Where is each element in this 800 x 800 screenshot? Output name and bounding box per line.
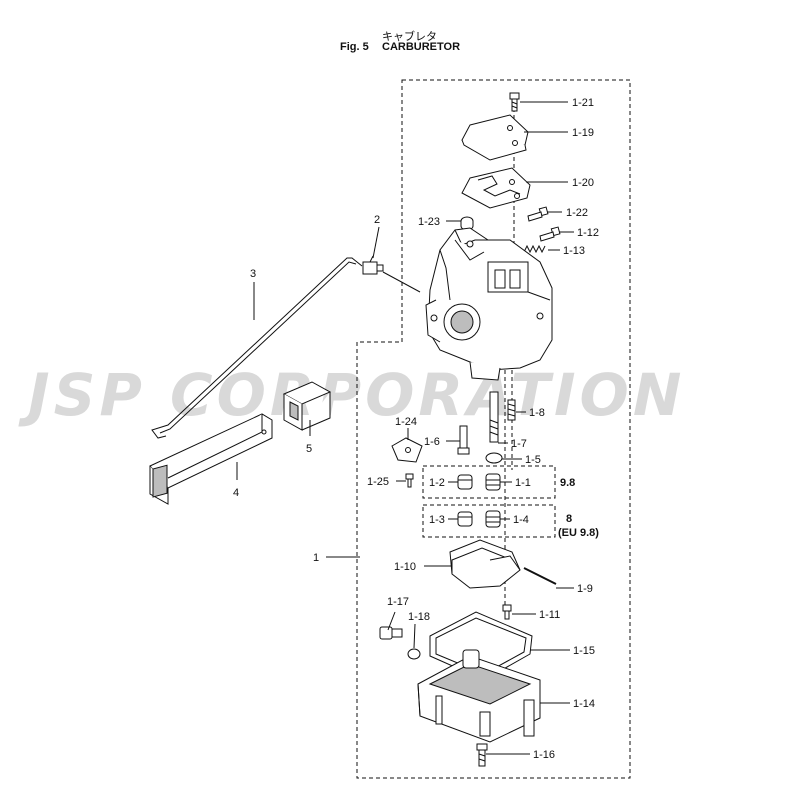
callout-1-23: 1-23: [418, 216, 440, 228]
part-1-22-screw: [527, 206, 549, 222]
part-1-8-screw: [507, 399, 516, 421]
part-3-rod: [151, 257, 363, 439]
title-japanese: キャブレタ: [382, 31, 437, 43]
jet-option-a: 9.8: [560, 477, 575, 489]
callout-1-2: 1-2: [429, 477, 445, 489]
jet-option-b-sub: (EU 9.8): [558, 527, 599, 539]
part-1-25-screw: [405, 473, 414, 488]
part-1-16-screw: [476, 743, 488, 767]
callout-1-22: 1-22: [566, 207, 588, 219]
carburetor-body: [425, 227, 553, 381]
part-1-3-jet: [457, 511, 473, 527]
part-1-12-screw: [539, 226, 561, 242]
callout-1-7: 1-7: [511, 438, 527, 450]
callout-1-13: 1-13: [563, 245, 585, 257]
callout-1-20: 1-20: [572, 177, 594, 189]
leader-lines: [236, 101, 574, 755]
callout-1-9: 1-9: [577, 583, 593, 595]
callout-1-4: 1-4: [513, 514, 529, 526]
part-1-20-gasket: [461, 167, 531, 209]
part-1-24-plate: [391, 437, 423, 463]
callout-1-10: 1-10: [394, 561, 416, 573]
part-1-6-nozzle: [457, 425, 470, 455]
part-1-18-oring: [407, 648, 421, 660]
callout-4: 4: [233, 487, 239, 499]
figure-number: Fig. 5: [340, 41, 369, 53]
part-4-lever: [149, 413, 273, 505]
callout-1-16: 1-16: [533, 749, 555, 761]
part-1-17-screw: [379, 626, 403, 640]
part-1-7-jet: [489, 391, 499, 443]
callout-1-5: 1-5: [525, 454, 541, 466]
part-1-13-spring: [523, 244, 546, 254]
callout-labels: 1-21 1-19 1-20 1-22 1-23 1-12 1-13 2 3 1…: [233, 97, 599, 761]
callout-1-3: 1-3: [429, 514, 445, 526]
callout-1-6: 1-6: [424, 436, 440, 448]
callout-1-19: 1-19: [572, 127, 594, 139]
callout-1-15: 1-15: [573, 645, 595, 657]
part-1-1-jet: [485, 473, 501, 491]
jet-option-b: 8: [566, 513, 572, 525]
callout-1-11: 1-11: [539, 609, 560, 621]
callout-1-21: 1-21: [572, 97, 594, 109]
callout-1-14: 1-14: [573, 698, 595, 710]
callout-2: 2: [374, 214, 380, 226]
part-1-5-washer: [485, 452, 503, 464]
part-1-14-bowl: [417, 649, 541, 743]
callout-1-24: 1-24: [395, 416, 417, 428]
part-1-2-jet: [457, 474, 473, 490]
part-1-19-cover: [461, 114, 529, 161]
part-1-10-float: [449, 539, 521, 589]
callout-5: 5: [306, 443, 312, 455]
callout-1-25: 1-25: [367, 476, 389, 488]
part-1-9-pin: [523, 567, 557, 585]
part-5-knob: [282, 381, 332, 431]
callout-1-17: 1-17: [387, 596, 409, 608]
callout-1-18: 1-18: [408, 611, 430, 623]
part-1-4-jet: [485, 510, 501, 528]
callout-1-8: 1-8: [529, 407, 545, 419]
callout-1-12: 1-12: [577, 227, 599, 239]
jet-box-b: [422, 504, 556, 538]
callout-1-1: 1-1: [515, 477, 531, 489]
watermark: JSP CORPORATION: [28, 361, 686, 429]
jet-box-a: [422, 465, 556, 499]
part-1-21-screw: [509, 92, 520, 112]
callout-1: 1: [313, 552, 319, 564]
assembly-boundary: [356, 79, 631, 779]
part-1-11-screw: [502, 604, 512, 620]
part-2-fitting: [362, 255, 384, 275]
title-english: CARBURETOR: [382, 41, 461, 53]
part-1-15-gasket: [429, 611, 533, 681]
callout-3: 3: [250, 268, 256, 280]
